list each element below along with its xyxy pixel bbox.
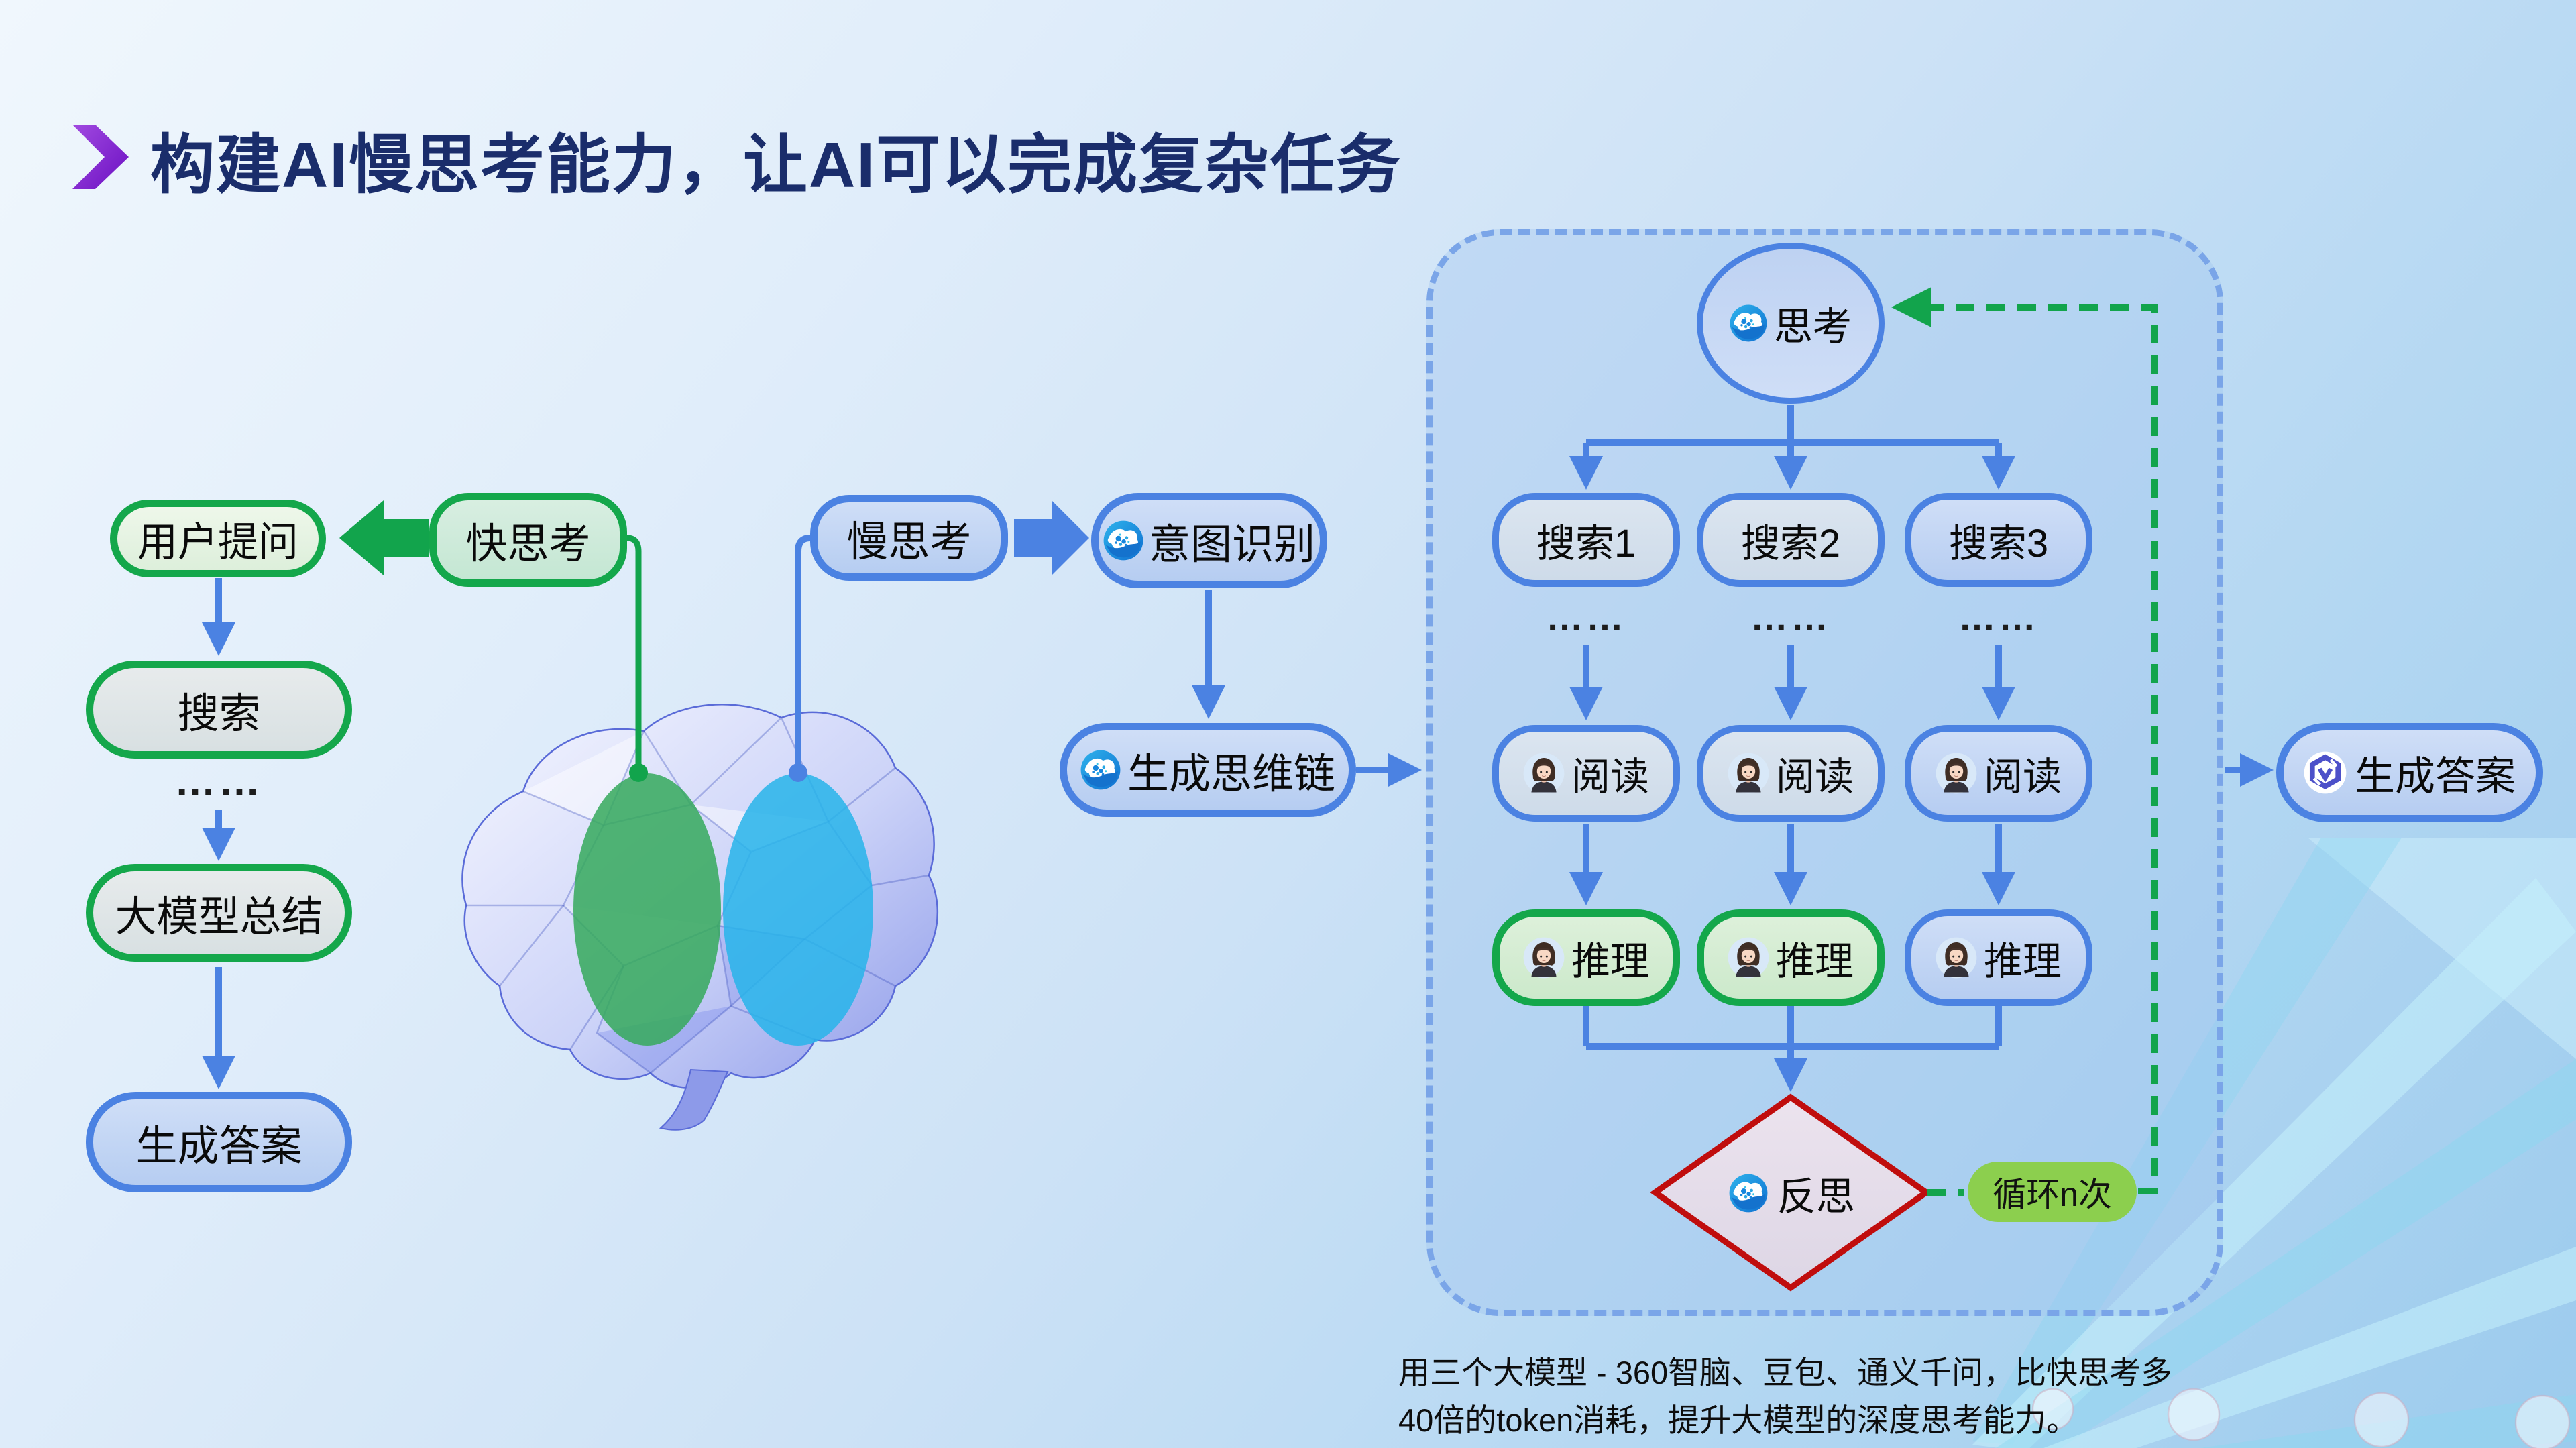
ellipsis-col1: …… [1546, 596, 1626, 638]
girl-avatar-icon [1523, 753, 1565, 794]
node-answer-left: 生成答案 [86, 1092, 352, 1192]
footnote: 用三个大模型 - 360智脑、豆包、通义千问，比快思考多 40倍的token消耗… [1398, 1349, 2297, 1444]
node-slow-think: 慢思考 [810, 495, 1008, 581]
tongyi-qianwen-icon [2304, 751, 2347, 794]
brain-illustration [461, 704, 938, 1131]
360-ai-brain-icon [1080, 750, 1121, 790]
360-ai-brain-icon [1730, 304, 1767, 342]
node-think-circle: 思考 [1697, 243, 1885, 404]
node-intent-recognition: 意图识别 [1091, 493, 1327, 588]
360-ai-brain-icon [1103, 520, 1143, 561]
fast-think-block-arrow [339, 500, 429, 575]
node-read-2: 阅读 [1697, 725, 1885, 822]
page-title: 构建AI慢思考能力，让AI可以完成复杂任务 [150, 129, 1402, 201]
girl-avatar-icon [1936, 937, 1977, 979]
node-search-1: 搜索1 [1492, 493, 1680, 587]
girl-avatar-icon [1728, 937, 1769, 979]
node-llm-summary: 大模型总结 [86, 864, 352, 962]
slow-think-block-arrow [1014, 500, 1089, 575]
node-search-2: 搜索2 [1697, 493, 1885, 587]
node-reason-2: 推理 [1697, 909, 1885, 1006]
node-reason-3: 推理 [1905, 909, 2092, 1006]
footnote-line-2: 40倍的token消耗，提升大模型的深度思考能力。 [1398, 1402, 2078, 1438]
node-answer-right: 生成答案 [2276, 723, 2543, 822]
slow-think-brain-zone [723, 773, 873, 1046]
node-reason-1: 推理 [1492, 909, 1680, 1006]
node-read-1: 阅读 [1492, 725, 1680, 822]
girl-avatar-icon [1523, 937, 1565, 979]
loop-n-times-badge: 循环n次 [1968, 1162, 2137, 1222]
360-ai-brain-icon [1729, 1174, 1768, 1213]
girl-avatar-icon [1728, 753, 1769, 794]
ellipsis-col3: …… [1958, 596, 2039, 638]
node-generate-cot: 生成思维链 [1060, 723, 1356, 817]
footnote-line-1: 用三个大模型 - 360智脑、豆包、通义千问，比快思考多 [1398, 1355, 2173, 1390]
node-user-question: 用户提问 [110, 500, 326, 577]
fast-think-brain-zone [573, 773, 721, 1046]
node-fast-think: 快思考 [429, 493, 627, 587]
ellipsis-col2: …… [1750, 596, 1831, 638]
ellipsis-left: …… [174, 759, 263, 805]
node-search-left: 搜索 [86, 661, 352, 759]
title-chevron-icon [72, 125, 129, 189]
node-search-3: 搜索3 [1905, 493, 2092, 587]
node-reflect: 反思 [1658, 1154, 1926, 1233]
girl-avatar-icon [1936, 753, 1977, 794]
node-read-3: 阅读 [1905, 725, 2092, 822]
